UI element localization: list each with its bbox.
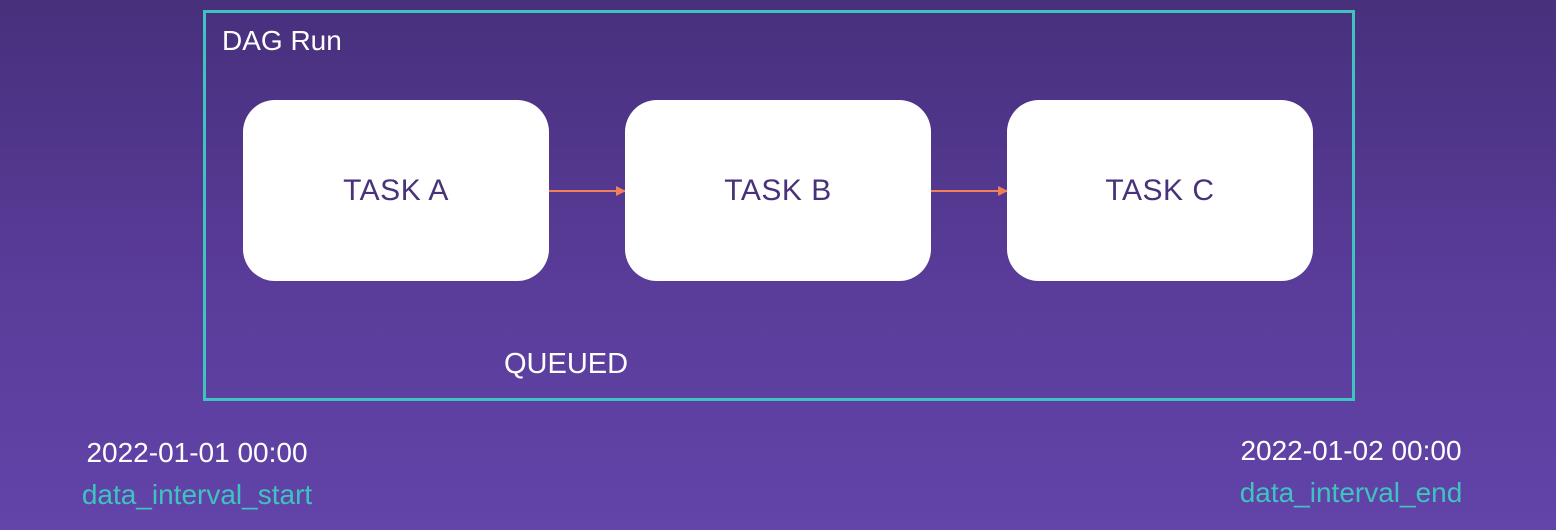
task-c-label: TASK C xyxy=(1105,173,1215,207)
data-interval-end: 2022-01-02 00:00 data_interval_end xyxy=(1226,434,1476,510)
dag-run-frame: DAG Run TASK A TASK B TASK C QUEUED xyxy=(203,10,1355,401)
data-interval-end-name: data_interval_end xyxy=(1239,477,1463,508)
task-c-node[interactable]: TASK C xyxy=(1007,100,1313,281)
task-b-label: TASK B xyxy=(724,173,832,207)
data-interval-start-name: data_interval_start xyxy=(81,479,313,510)
data-interval-start: 2022-01-01 00:00 data_interval_start xyxy=(66,436,328,512)
dag-run-status: QUEUED xyxy=(504,348,629,380)
dag-run-title: DAG Run xyxy=(222,25,342,56)
task-a-label: TASK A xyxy=(343,173,449,207)
task-b-node[interactable]: TASK B xyxy=(625,100,931,281)
task-a-node[interactable]: TASK A xyxy=(243,100,549,281)
data-interval-end-date: 2022-01-02 00:00 xyxy=(1240,435,1462,466)
data-interval-start-date: 2022-01-01 00:00 xyxy=(86,437,308,468)
